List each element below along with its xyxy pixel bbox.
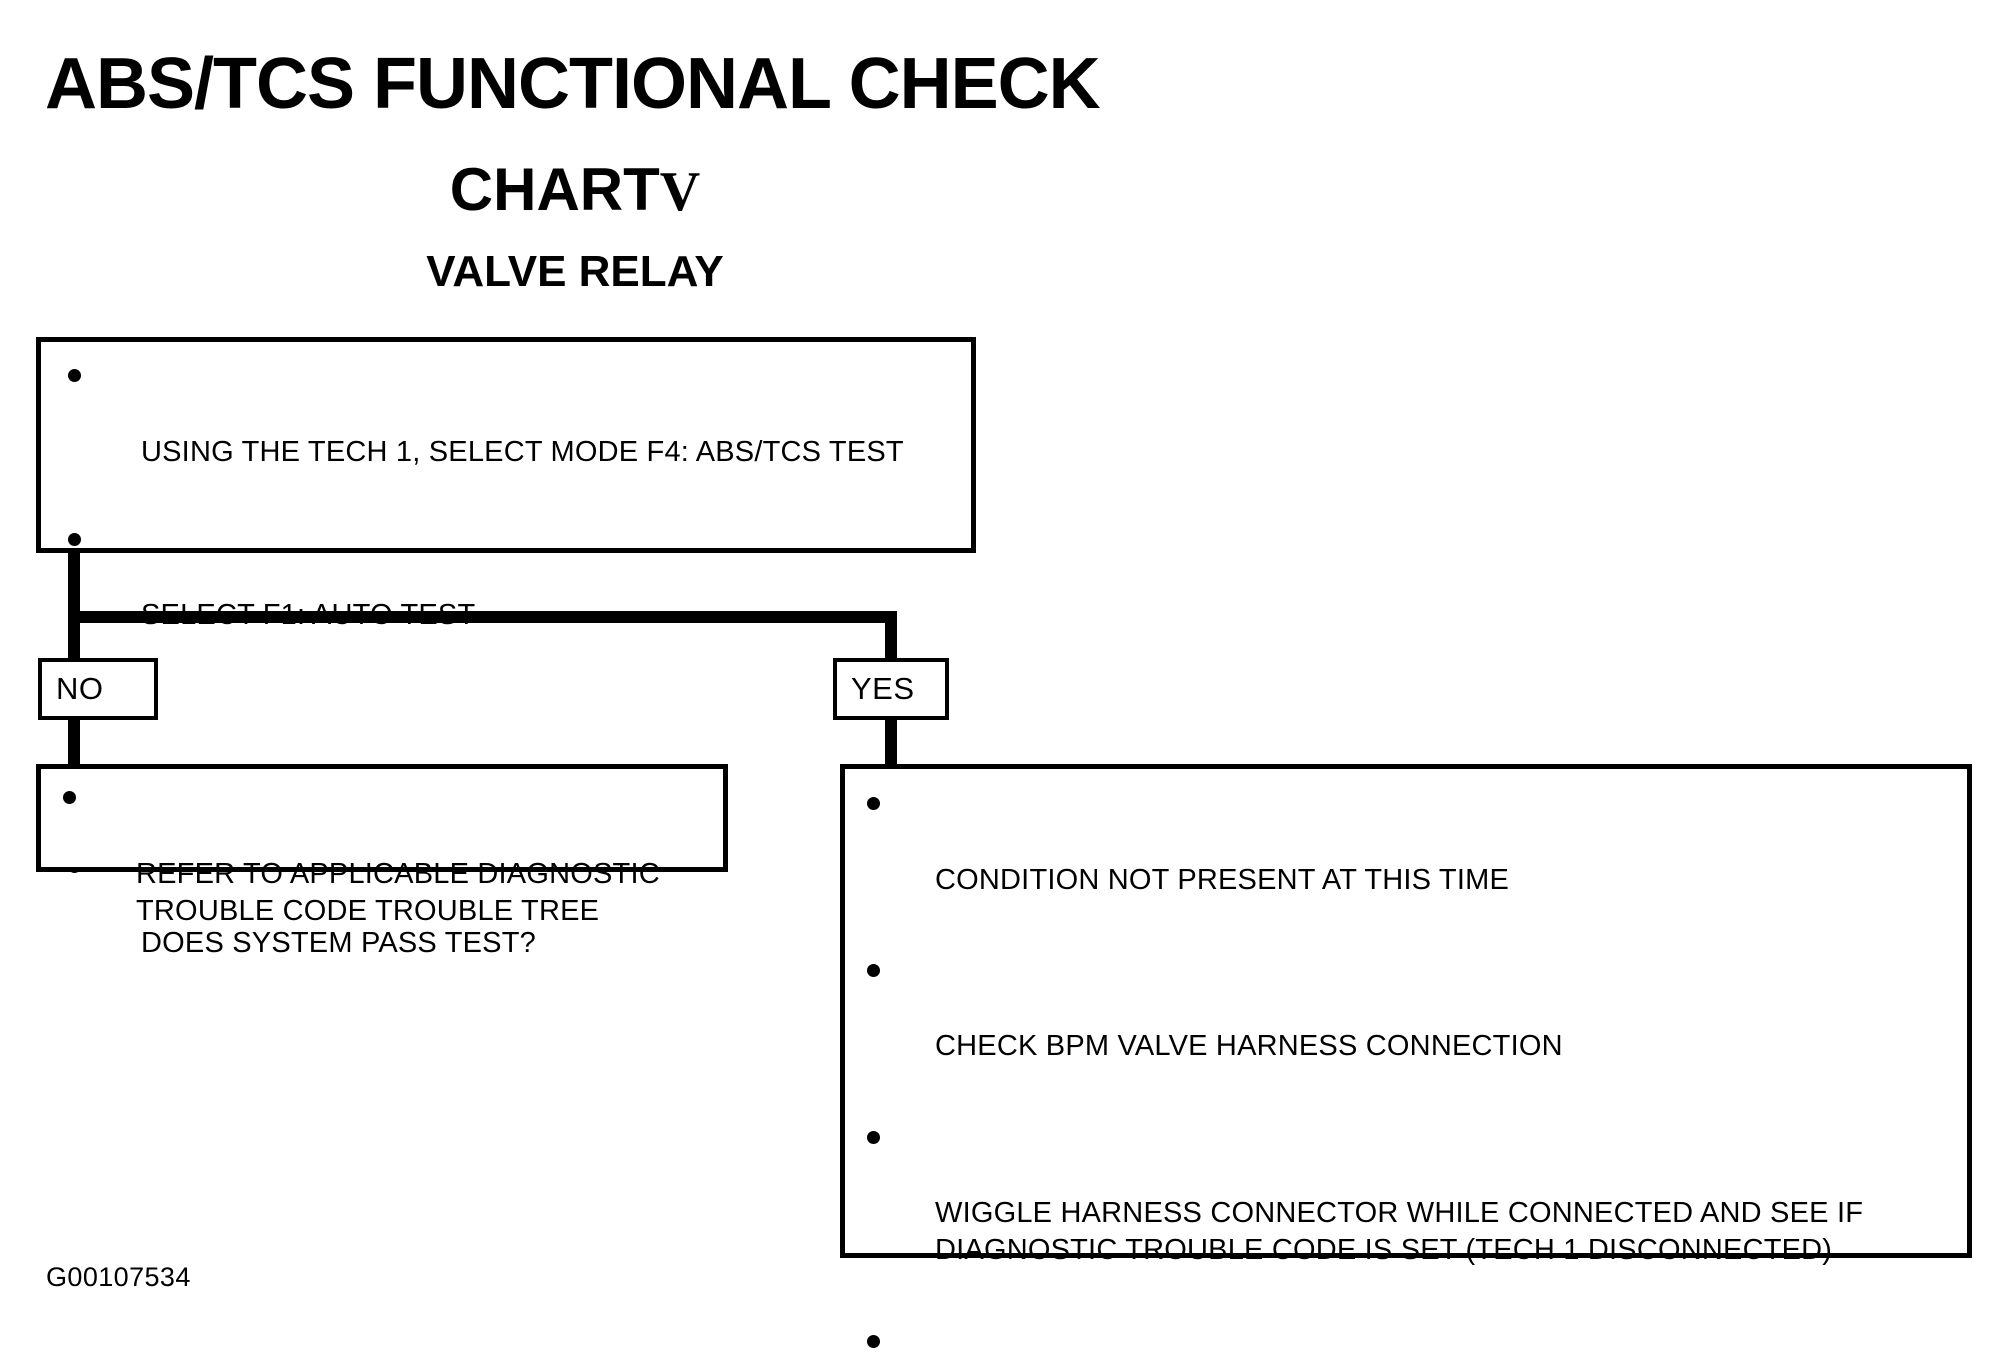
list-item: USING THE TECH 1, SELECT MODE F4: ABS/TC… xyxy=(68,359,961,509)
connector-yes-outbound xyxy=(885,716,897,768)
yes-outcome-box: CONDITION NOT PRESENT AT THIS TIME CHECK… xyxy=(840,764,1972,1348)
list-item-text: DOES SYSTEM PASS TEST? xyxy=(141,926,536,959)
list-item: CONDITION NOT PRESENT AT THIS TIME xyxy=(867,787,1957,937)
chart-subtitle: VALVE RELAY xyxy=(426,247,724,296)
chart-number: V xyxy=(659,161,701,223)
list-item-text: CHECK BPM VALVE HARNESS CONNECTION xyxy=(935,1030,1563,1063)
chart-label: CHART xyxy=(449,156,660,223)
list-item-text: REFER TO APPLICABLE DIAGNOSTIC TROUBLE C… xyxy=(136,857,660,928)
branch-label-yes-text: YES xyxy=(851,671,915,706)
list-item-text: USING THE TECH 1, SELECT MODE F4: ABS/TC… xyxy=(141,435,904,468)
bullet-icon xyxy=(68,533,81,547)
list-item: IGNITION 'OFF' xyxy=(867,1324,1957,1360)
no-outcome-box: REFER TO APPLICABLE DIAGNOSTIC TROUBLE C… xyxy=(36,764,728,927)
start-instruction-box: USING THE TECH 1, SELECT MODE F4: ABS/TC… xyxy=(36,337,976,959)
list-item: CHECK BPM VALVE HARNESS CONNECTION xyxy=(867,954,1957,1104)
bullet-icon xyxy=(867,1130,880,1144)
bullet-icon xyxy=(867,964,880,978)
list-item: SELECT F1: AUTO TEST xyxy=(68,523,961,673)
connector-branch-bar xyxy=(68,611,897,623)
branch-label-no-text: NO xyxy=(56,671,104,706)
list-item-text: WIGGLE HARNESS CONNECTOR WHILE CONNECTED… xyxy=(935,1197,1864,1267)
bullet-icon xyxy=(867,1334,880,1348)
connector-no-inbound xyxy=(68,611,80,663)
connector-start-stem xyxy=(68,553,80,623)
bullet-icon xyxy=(867,797,880,811)
connector-no-outbound xyxy=(68,716,80,768)
branch-label-yes: YES xyxy=(833,658,949,720)
list-item: WIGGLE HARNESS CONNECTOR WHILE CONNECTED… xyxy=(867,1120,1957,1307)
bullet-icon xyxy=(68,369,81,383)
no-outcome-list: REFER TO APPLICABLE DIAGNOSTIC TROUBLE C… xyxy=(63,781,715,968)
list-item: DOES SYSTEM PASS TEST? xyxy=(68,850,961,1000)
connector-yes-inbound xyxy=(885,611,897,663)
chart-designation: CHARTV xyxy=(0,160,1150,223)
list-item-text: CONDITION NOT PRESENT AT THIS TIME xyxy=(935,863,1509,896)
bullet-icon xyxy=(63,791,76,805)
figure-code: G00107534 xyxy=(46,1262,191,1292)
list-item: REFER TO APPLICABLE DIAGNOSTIC TROUBLE C… xyxy=(63,781,715,968)
yes-outcome-list: CONDITION NOT PRESENT AT THIS TIME CHECK… xyxy=(867,787,1957,1360)
page-title: ABS/TCS FUNCTIONAL CHECK xyxy=(45,44,1101,124)
branch-label-no: NO xyxy=(38,658,158,720)
